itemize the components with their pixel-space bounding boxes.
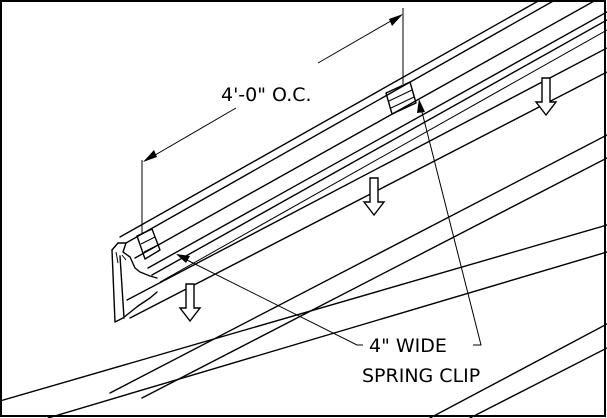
load-arrow-upper [534,77,558,117]
load-arrow-middle [362,177,386,217]
rail-end-profile [111,242,158,323]
spacing-dimension [141,8,404,234]
dimension-line-left [149,107,237,159]
spring-clip-left [136,228,161,260]
dimension-line-right [317,17,397,64]
roof-panel-lines [0,47,607,418]
clip-label-line1: 4" WIDE [369,335,447,357]
load-arrow-lower [178,283,202,323]
clip-callout-leaders [176,99,482,346]
spacing-label: 4'-0" O.C. [221,84,312,106]
clip-label-line2: SPRING CLIP [362,365,480,387]
spring-clip-right [385,81,417,115]
dimension-arrowhead-right [389,14,403,26]
rail-profile [119,0,607,283]
dimension-arrowhead-left [143,150,157,162]
